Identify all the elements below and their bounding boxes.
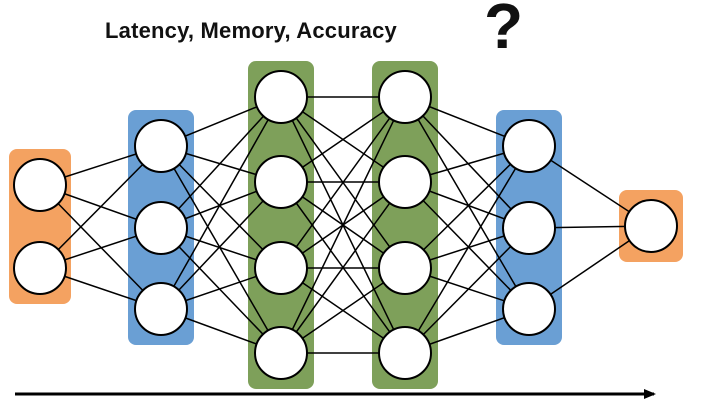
neuron-layer-5-2: [502, 201, 556, 255]
neuron-layer-3-3: [254, 241, 308, 295]
neuron-layer-4-4: [378, 326, 432, 380]
neuron-layer-2-2: [134, 201, 188, 255]
layer-box-4-hidden: [372, 61, 438, 389]
neuron-layer-4-1: [378, 70, 432, 124]
edge-l1n2-l2n1: [39, 145, 162, 269]
edge-l2n2-l3n4: [160, 227, 282, 354]
neuron-layer-3-4: [254, 326, 308, 380]
neuron-layer-1-2: [13, 241, 67, 295]
neuron-layer-2-1: [134, 119, 188, 173]
edge-l2n3-l3n1: [160, 96, 282, 310]
edge-l3n4-l4n2: [280, 181, 406, 354]
neuron-layer-6-1: [624, 199, 678, 253]
edge-l4n1-l5n2: [404, 96, 530, 229]
edge-l4n1-l5n3: [404, 96, 530, 310]
neuron-layer-4-2: [378, 155, 432, 209]
edge-l4n4-l5n1: [404, 145, 530, 354]
page-title: Latency, Memory, Accuracy: [105, 18, 397, 43]
neuron-layer-2-3: [134, 282, 188, 336]
edge-l1n1-l2n3: [39, 184, 162, 310]
neuron-layer-3-2: [254, 155, 308, 209]
edge-l2n1-l3n4: [160, 145, 282, 354]
layer-boxes: [9, 61, 683, 389]
neuron-layer-3-1: [254, 70, 308, 124]
neuron-layer-5-1: [502, 119, 556, 173]
edge-l4n4-l5n2: [404, 227, 530, 354]
neuron-layer-1-1: [13, 158, 67, 212]
edge-l4n2-l5n3: [404, 181, 530, 310]
neuron-layer-4-3: [378, 241, 432, 295]
edge-l3n4-l4n1: [280, 96, 406, 354]
edge-l4n3-l5n1: [404, 145, 530, 269]
edge-l3n3-l4n1: [280, 96, 406, 269]
question-mark: ?: [484, 0, 524, 62]
layer-box-3-hidden: [248, 61, 314, 389]
neuron-layer-5-3: [502, 282, 556, 336]
edge-l2n1-l3n3: [160, 145, 282, 269]
edge-l2n3-l3n2: [160, 181, 282, 310]
edge-l2n2-l3n1: [160, 96, 282, 229]
neurons: [13, 70, 678, 380]
